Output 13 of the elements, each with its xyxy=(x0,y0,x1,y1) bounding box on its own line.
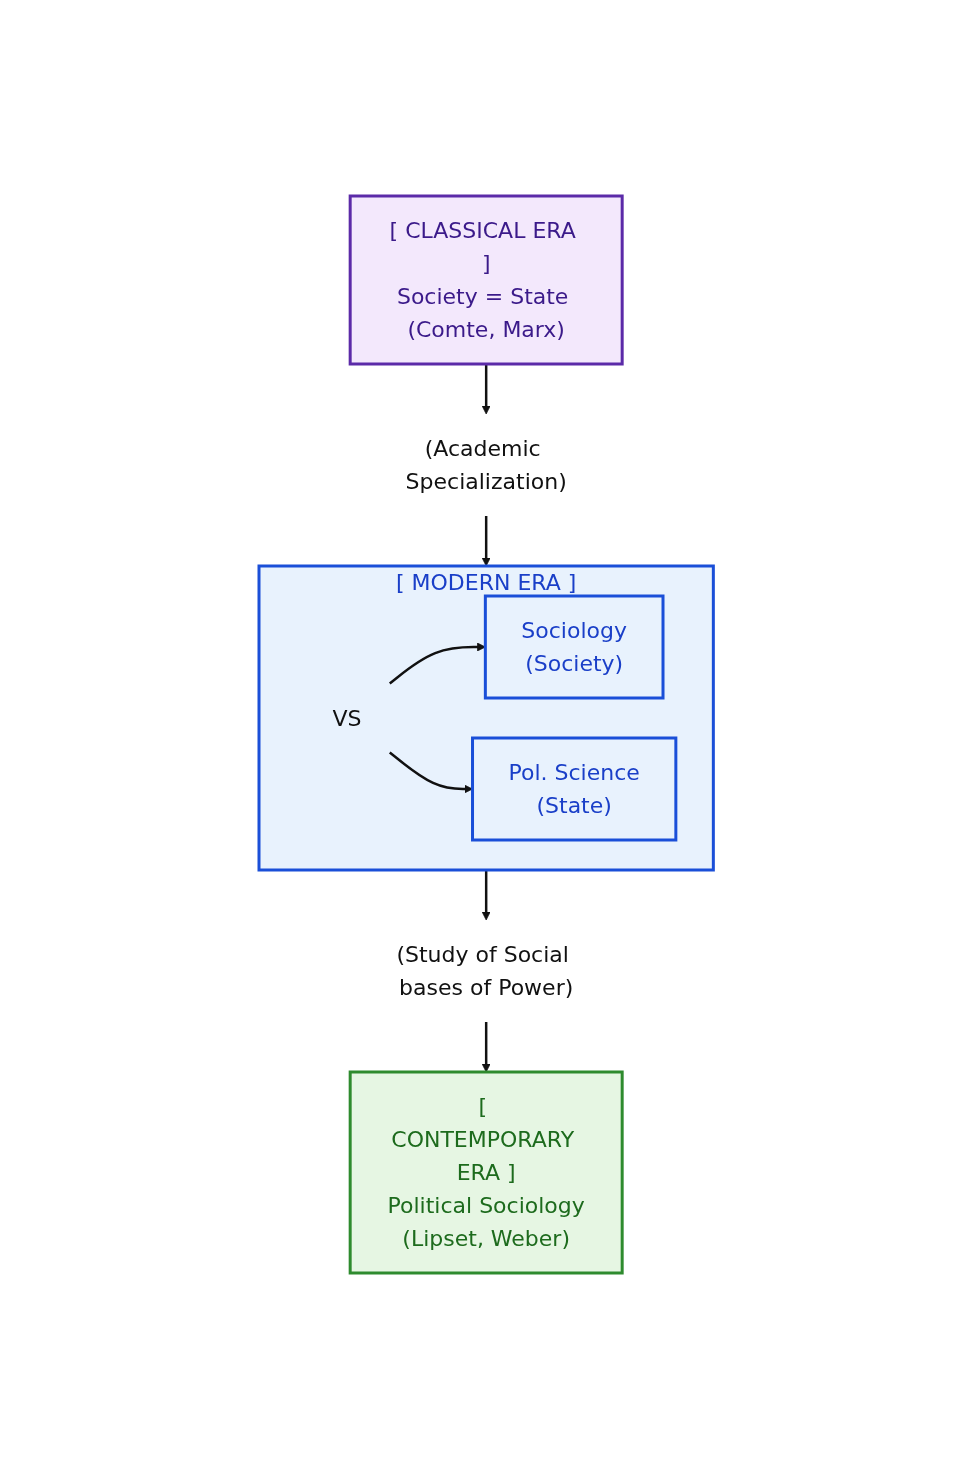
node-box: [ CLASSICAL ERA ] Society = State (Comte, Marx) xyxy=(348,194,624,366)
node-text: (Academic Specialization) xyxy=(405,436,567,494)
arrow xyxy=(388,642,486,685)
node-box: Pol. Science (State) xyxy=(470,736,678,842)
node-box: [ CONTEMPORARY ERA ] Political Sociology (Lipset, Weber) xyxy=(348,1070,624,1275)
node-box: Sociology (Society) xyxy=(483,594,665,700)
arrow xyxy=(481,1022,491,1073)
arrow xyxy=(481,870,491,921)
arrow xyxy=(481,516,491,567)
node-text: VS xyxy=(332,705,362,731)
arrow xyxy=(481,364,491,415)
arrow xyxy=(388,751,473,794)
node-text: (Study of Social bases of Power) xyxy=(396,942,574,1000)
